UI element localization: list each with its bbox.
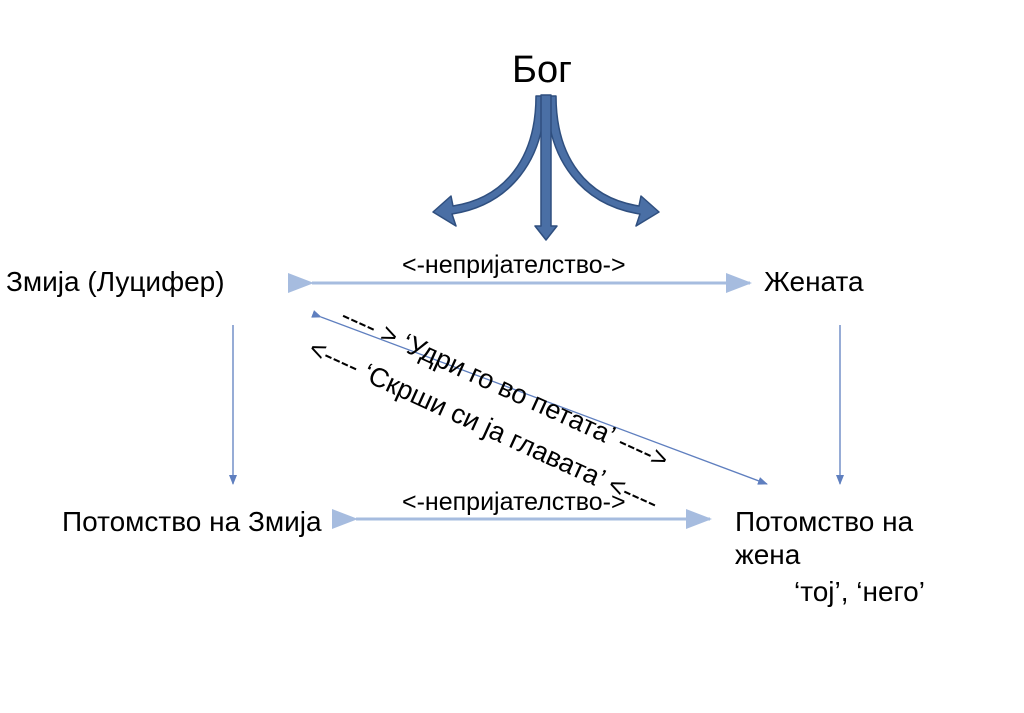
node-woman: Жената <box>764 266 864 297</box>
edge-label-enmity-bottom: <-непријателство-> <box>402 488 626 516</box>
node-serpent-seed: Потомство на Змија <box>62 506 322 537</box>
node-woman-seed-line1: Потомство на <box>735 506 914 537</box>
node-serpent: Змија (Луцифер) <box>6 266 225 297</box>
edge-label-enmity-top: <-непријателство-> <box>402 251 626 279</box>
god-arrow-left-branch <box>432 95 546 227</box>
god-arrow-center-branch <box>534 94 558 241</box>
god-arrow-right-branch <box>546 95 660 227</box>
node-god: Бог <box>512 49 572 91</box>
node-woman-seed-pronouns: ‘тој’, ‘него’ <box>794 576 925 607</box>
node-woman-seed-line2: жена <box>735 539 801 570</box>
god-trifold-arrow <box>432 94 660 241</box>
diagonal-conflict-arrow <box>311 310 768 485</box>
